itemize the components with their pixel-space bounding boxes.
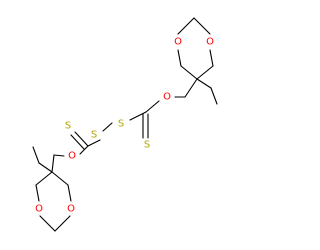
bond-ethyl-ch2-to-ch3 <box>32 146 40 164</box>
upper-linker <box>174 78 198 98</box>
bond-o-left-to-ch2 <box>177 49 182 67</box>
bond-thiocarbonyl-left-to-o <box>79 145 89 155</box>
bond-s-to-thiocarbonyl-left <box>87 139 101 147</box>
oxygen-ring-bottom-left: O <box>35 204 43 215</box>
bond-quaternary-to-ethyl-ch2 <box>196 78 212 89</box>
bond-thione-left-b <box>70 134 85 150</box>
bond-quaternary-to-och2 <box>184 78 198 98</box>
molecule-canvas: O O O S S S S O O O <box>32 17 218 232</box>
bond-ch2-left-to-o <box>35 184 40 202</box>
oxygen-linker-top: O <box>163 92 171 103</box>
oxygen-ring-top-left: O <box>174 37 182 48</box>
bond-och2-to-quaternary <box>51 154 55 173</box>
lower-dioxane-ring <box>35 171 72 232</box>
lower-ethyl-group <box>32 146 53 173</box>
oxygen-ring-bottom-right: O <box>67 204 75 215</box>
chemical-structure-drawing: O O O S S S S O O O <box>32 17 218 232</box>
bond-quaternary-to-ch2-left <box>35 171 53 186</box>
bond-thiocarbonyl-right-to-s <box>129 111 147 121</box>
bond-quaternary-to-ethyl-ch2 <box>38 162 53 173</box>
sulfur-thione-left: S <box>65 121 71 132</box>
oxygen-linker-bottom: O <box>68 151 76 162</box>
bond-ch2-left-to-quaternary <box>180 65 198 80</box>
upper-ethyl-group <box>196 78 218 105</box>
lower-linker <box>51 154 65 173</box>
bond-o-left-to-bottom-ch2 <box>39 215 56 232</box>
sulfur-bridge-right: S <box>118 119 124 130</box>
bond-ring-top-ch2-to-o-left <box>177 17 195 35</box>
bond-o-right-to-ch2 <box>209 49 214 67</box>
oxygen-ring-top-right: O <box>206 37 214 48</box>
sulfur-thione-right: S <box>144 140 150 151</box>
bond-o-right-to-bottom-ch2 <box>54 215 71 232</box>
bond-disulfide <box>102 122 113 132</box>
bond-ring-top-ch2-to-o-right <box>193 17 211 35</box>
bond-quaternary-to-ch2-right <box>51 171 69 186</box>
bond-ch2-right-to-quaternary <box>196 65 214 80</box>
xanthate-core <box>70 100 160 155</box>
bond-ethyl-ch2-to-ch3 <box>210 87 218 105</box>
bond-thione-left-a <box>74 131 89 147</box>
bond-ch2-right-to-o <box>67 184 72 202</box>
bond-o-to-och2 <box>53 154 65 157</box>
upper-dioxane-ring <box>177 17 214 80</box>
bond-o-to-thiocarbonyl-right <box>145 100 160 113</box>
sulfur-bridge-left: S <box>91 130 97 141</box>
